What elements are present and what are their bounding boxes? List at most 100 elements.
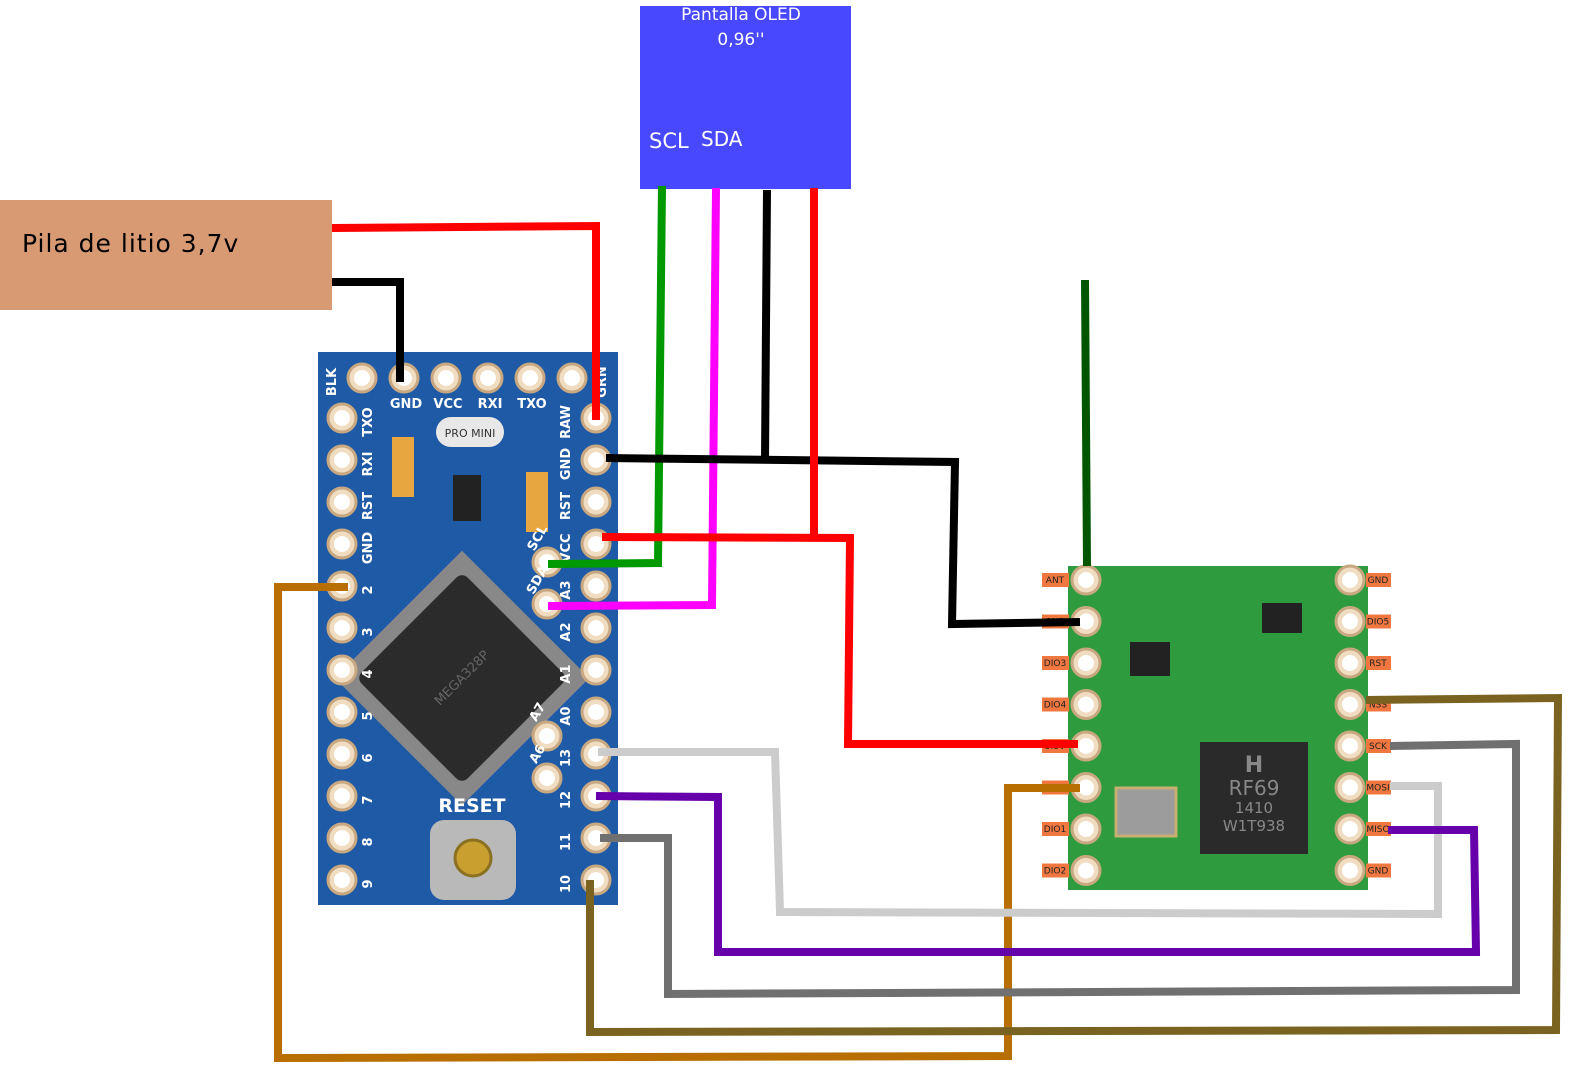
wire-sda xyxy=(547,187,720,610)
pin-label-bg xyxy=(1042,573,1069,587)
pin-label-bg xyxy=(1042,863,1069,878)
pin-hole xyxy=(1342,779,1358,796)
regulator xyxy=(453,475,481,521)
wire-vcc-rfm69 xyxy=(601,533,1078,748)
pin-label-bg xyxy=(1366,573,1391,587)
chip-line: 1410 xyxy=(1235,799,1273,817)
wire-d10-nss xyxy=(586,693,1563,1037)
battery: Pila de litio 3,7v xyxy=(0,200,332,310)
chip-line: RF69 xyxy=(1229,776,1280,800)
pin-hole xyxy=(334,662,350,678)
pin-hole xyxy=(334,872,350,888)
pin-label-bg xyxy=(1366,656,1391,670)
pin-hole xyxy=(1342,613,1358,630)
pin-label: 12 xyxy=(559,791,574,809)
pin-label: SCK xyxy=(1369,742,1388,752)
pin-label: TXO xyxy=(361,407,376,436)
pin-label: RAW xyxy=(559,405,574,439)
ic xyxy=(1262,603,1302,633)
oled-pin-sda: SDA xyxy=(701,127,743,151)
pin-label: RST xyxy=(361,492,376,520)
pin-label-bg xyxy=(1366,614,1391,629)
pin-hole xyxy=(1342,738,1358,754)
pin-hole xyxy=(588,452,604,468)
rfm69-module: H RF69 1410 W1T938 ANTGNDDIO3DIO43.3VDIO… xyxy=(1042,564,1392,891)
pin-label: 2 xyxy=(361,585,376,594)
pin-label: RXI xyxy=(478,397,503,412)
reset-label: RESET xyxy=(438,795,505,817)
reset-button-cap[interactable] xyxy=(453,838,493,878)
wire-battery-positive-raw xyxy=(331,221,600,420)
pro-mini-label: PRO MINI xyxy=(445,427,496,440)
pin-label: GND xyxy=(361,532,376,565)
pin-hole xyxy=(1342,821,1358,837)
battery-box xyxy=(0,200,332,310)
pin-hole xyxy=(480,370,496,386)
pin-hole xyxy=(588,494,604,510)
pin-label: A3 xyxy=(559,580,574,599)
pin-hole xyxy=(1078,613,1094,630)
pin-label-bg xyxy=(1366,739,1391,753)
atmega-chip xyxy=(359,575,565,781)
pin-hole xyxy=(1342,862,1358,879)
wire-antenna xyxy=(1081,279,1091,567)
pin-label: BLK xyxy=(325,367,340,396)
pin-hole xyxy=(1078,779,1094,796)
pin-hole xyxy=(334,494,350,510)
pin-hole xyxy=(1342,655,1358,671)
pin-hole xyxy=(1078,738,1094,754)
pin-label: DIO2 xyxy=(1044,867,1066,877)
crystal xyxy=(1114,786,1178,838)
pin-hole xyxy=(1078,862,1094,879)
pin-label: A0 xyxy=(559,706,574,725)
pin-label: RXI xyxy=(361,452,376,477)
pin-hole xyxy=(334,410,350,426)
pin-label: 9 xyxy=(361,879,376,888)
pin-hole xyxy=(438,370,454,386)
pin-label-bg xyxy=(1366,863,1391,878)
pin-label-bg xyxy=(1042,656,1069,670)
pin-hole xyxy=(1078,696,1094,713)
chip-line: H xyxy=(1245,753,1263,778)
pin-label: A1 xyxy=(559,664,574,683)
wire-d11-mosi-sck xyxy=(600,739,1520,999)
wires xyxy=(274,185,1563,1063)
pin-label: 11 xyxy=(559,833,574,851)
pin-hole xyxy=(588,620,604,636)
pin-label: GND xyxy=(1368,576,1389,586)
pin-label: DIO3 xyxy=(1044,659,1066,669)
pro-mini-label-box xyxy=(436,417,504,447)
pin-label: RST xyxy=(1369,659,1387,669)
pin-hole xyxy=(1078,821,1094,837)
pin-hole xyxy=(588,536,604,552)
pin-hole xyxy=(539,728,555,744)
pin-label: TXO xyxy=(517,397,546,412)
pin-label-bg xyxy=(1042,697,1069,712)
wire-d12-miso xyxy=(595,792,1481,956)
pin-hole xyxy=(1078,655,1094,671)
pin-label: NSS xyxy=(1369,701,1387,711)
pin-label-bg xyxy=(1366,780,1391,795)
pin-hole xyxy=(1342,572,1358,588)
pin-hole xyxy=(334,704,350,720)
pin-label-bg xyxy=(1366,822,1391,836)
pin-label: VCC xyxy=(433,397,462,412)
battery-label: Pila de litio 3,7v xyxy=(22,229,239,258)
pin-hole xyxy=(334,536,350,552)
pin-label: 3 xyxy=(361,627,376,636)
pin-hole xyxy=(334,452,350,468)
pin-label: 10 xyxy=(559,875,574,893)
pin-hole xyxy=(588,662,604,678)
capacitor xyxy=(526,472,548,532)
pin-label: 13 xyxy=(559,749,574,767)
pin-label: 6 xyxy=(361,753,376,762)
pin-hole xyxy=(539,770,555,786)
pin-label: DIO5 xyxy=(1367,618,1389,628)
transistor xyxy=(1130,642,1170,676)
pin-hole xyxy=(522,370,538,386)
oled-size: 0,96'' xyxy=(717,30,764,50)
oled-title: Pantalla OLED xyxy=(681,5,801,25)
pin-label: GND xyxy=(559,448,574,481)
pin-label: 8 xyxy=(361,837,376,846)
